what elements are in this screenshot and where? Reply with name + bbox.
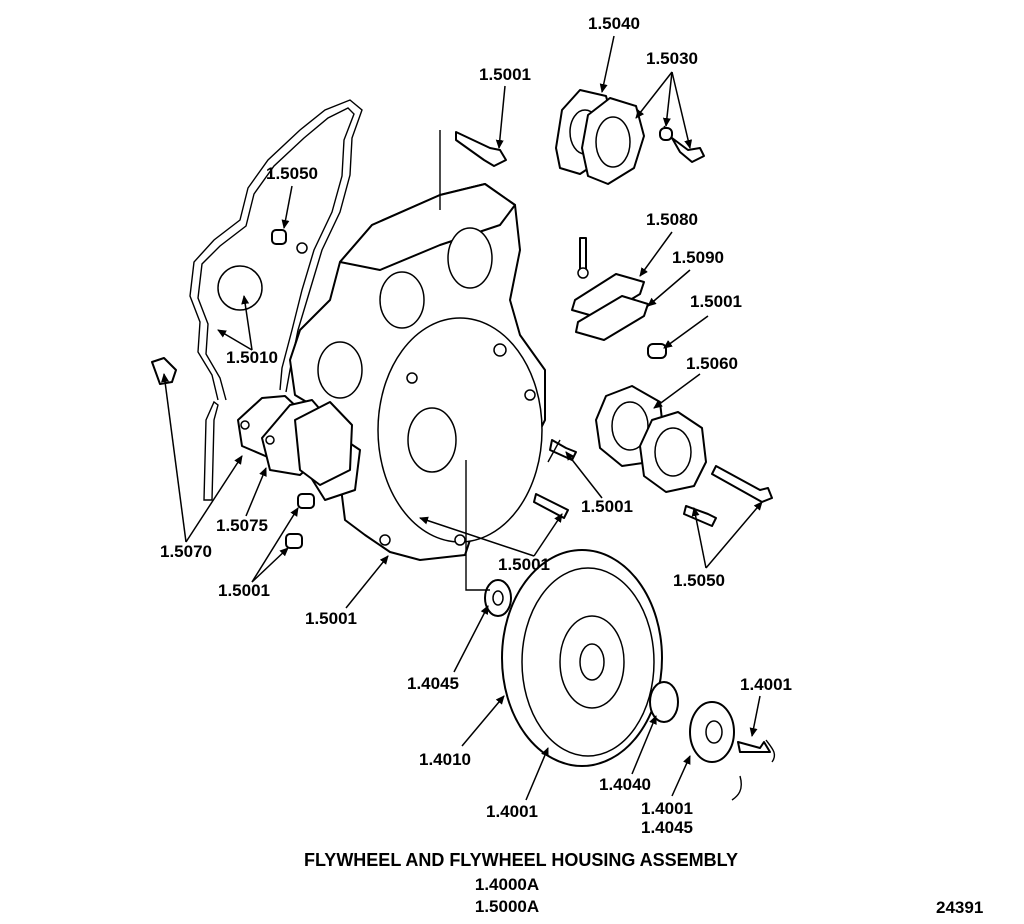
plug-2 xyxy=(285,533,303,549)
callout-1-5090: 1.5090 xyxy=(672,248,724,267)
callout-1-5001-center: 1.5001 xyxy=(498,555,550,574)
flywheel-bolts xyxy=(737,741,771,753)
dowel-pin xyxy=(647,343,667,359)
callout-1-4045-stack: 1.4045 xyxy=(641,818,693,837)
bolt-1 xyxy=(671,137,705,163)
inspection-gasket xyxy=(575,295,649,341)
figure-title: FLYWHEEL AND FLYWHEEL HOUSING ASSEMBLY xyxy=(303,850,739,870)
callout-1-4001-bottom: 1.4001 xyxy=(486,802,538,821)
callout-1-4010: 1.4010 xyxy=(419,750,471,769)
housing-inner-bore xyxy=(407,407,457,473)
short-bolt xyxy=(683,505,717,527)
inspection-cover xyxy=(571,273,645,319)
figure-code-2: 1.5000A xyxy=(474,897,540,916)
callout-1-5001-right: 1.5001 xyxy=(581,497,633,516)
callout-1-5030: 1.5030 xyxy=(646,49,698,68)
callout-1-5040: 1.5040 xyxy=(588,14,640,33)
callout-1-4001-stack: 1.4001 xyxy=(641,799,693,818)
nut-left xyxy=(271,229,287,245)
callout-1-5001-top: 1.5001 xyxy=(479,65,531,84)
gear-cover-top xyxy=(339,183,516,271)
callout-1-5075: 1.5075 xyxy=(216,516,268,535)
callout-1-4040: 1.4040 xyxy=(599,775,651,794)
screw-top xyxy=(579,237,587,271)
bolt-top-center xyxy=(455,131,507,167)
callout-1-5080: 1.5080 xyxy=(646,210,698,229)
callout-1-5010: 1.5010 xyxy=(226,348,278,367)
figure-number: 24391 xyxy=(936,898,984,917)
lower-gasket xyxy=(203,400,219,501)
plug-1 xyxy=(297,493,315,509)
callout-1-5001-plugs: 1.5001 xyxy=(218,581,270,600)
callout-1-5070: 1.5070 xyxy=(160,542,212,561)
callout-1-5001-housing: 1.5001 xyxy=(305,609,357,628)
long-bolt xyxy=(711,465,773,503)
figure-code-1: 1.4000A xyxy=(474,875,540,894)
housing-bore xyxy=(377,317,543,543)
callout-1-5050-upper: 1.5050 xyxy=(266,164,318,183)
pilot-bearing xyxy=(649,681,679,723)
washer-1 xyxy=(659,127,673,141)
housing-gasket xyxy=(189,99,363,401)
callout-1-5001-pin: 1.5001 xyxy=(690,292,742,311)
callout-1-4045: 1.4045 xyxy=(407,674,459,693)
callout-1-5050-lower: 1.5050 xyxy=(673,571,725,590)
callout-1-4001-right: 1.4001 xyxy=(740,675,792,694)
callout-1-5060: 1.5060 xyxy=(686,354,738,373)
leader-lines xyxy=(161,35,763,801)
bolt-housing xyxy=(533,493,569,519)
gasket-disc xyxy=(217,265,263,311)
fitting-left xyxy=(151,357,177,385)
housing-gasket-inner xyxy=(197,107,355,401)
